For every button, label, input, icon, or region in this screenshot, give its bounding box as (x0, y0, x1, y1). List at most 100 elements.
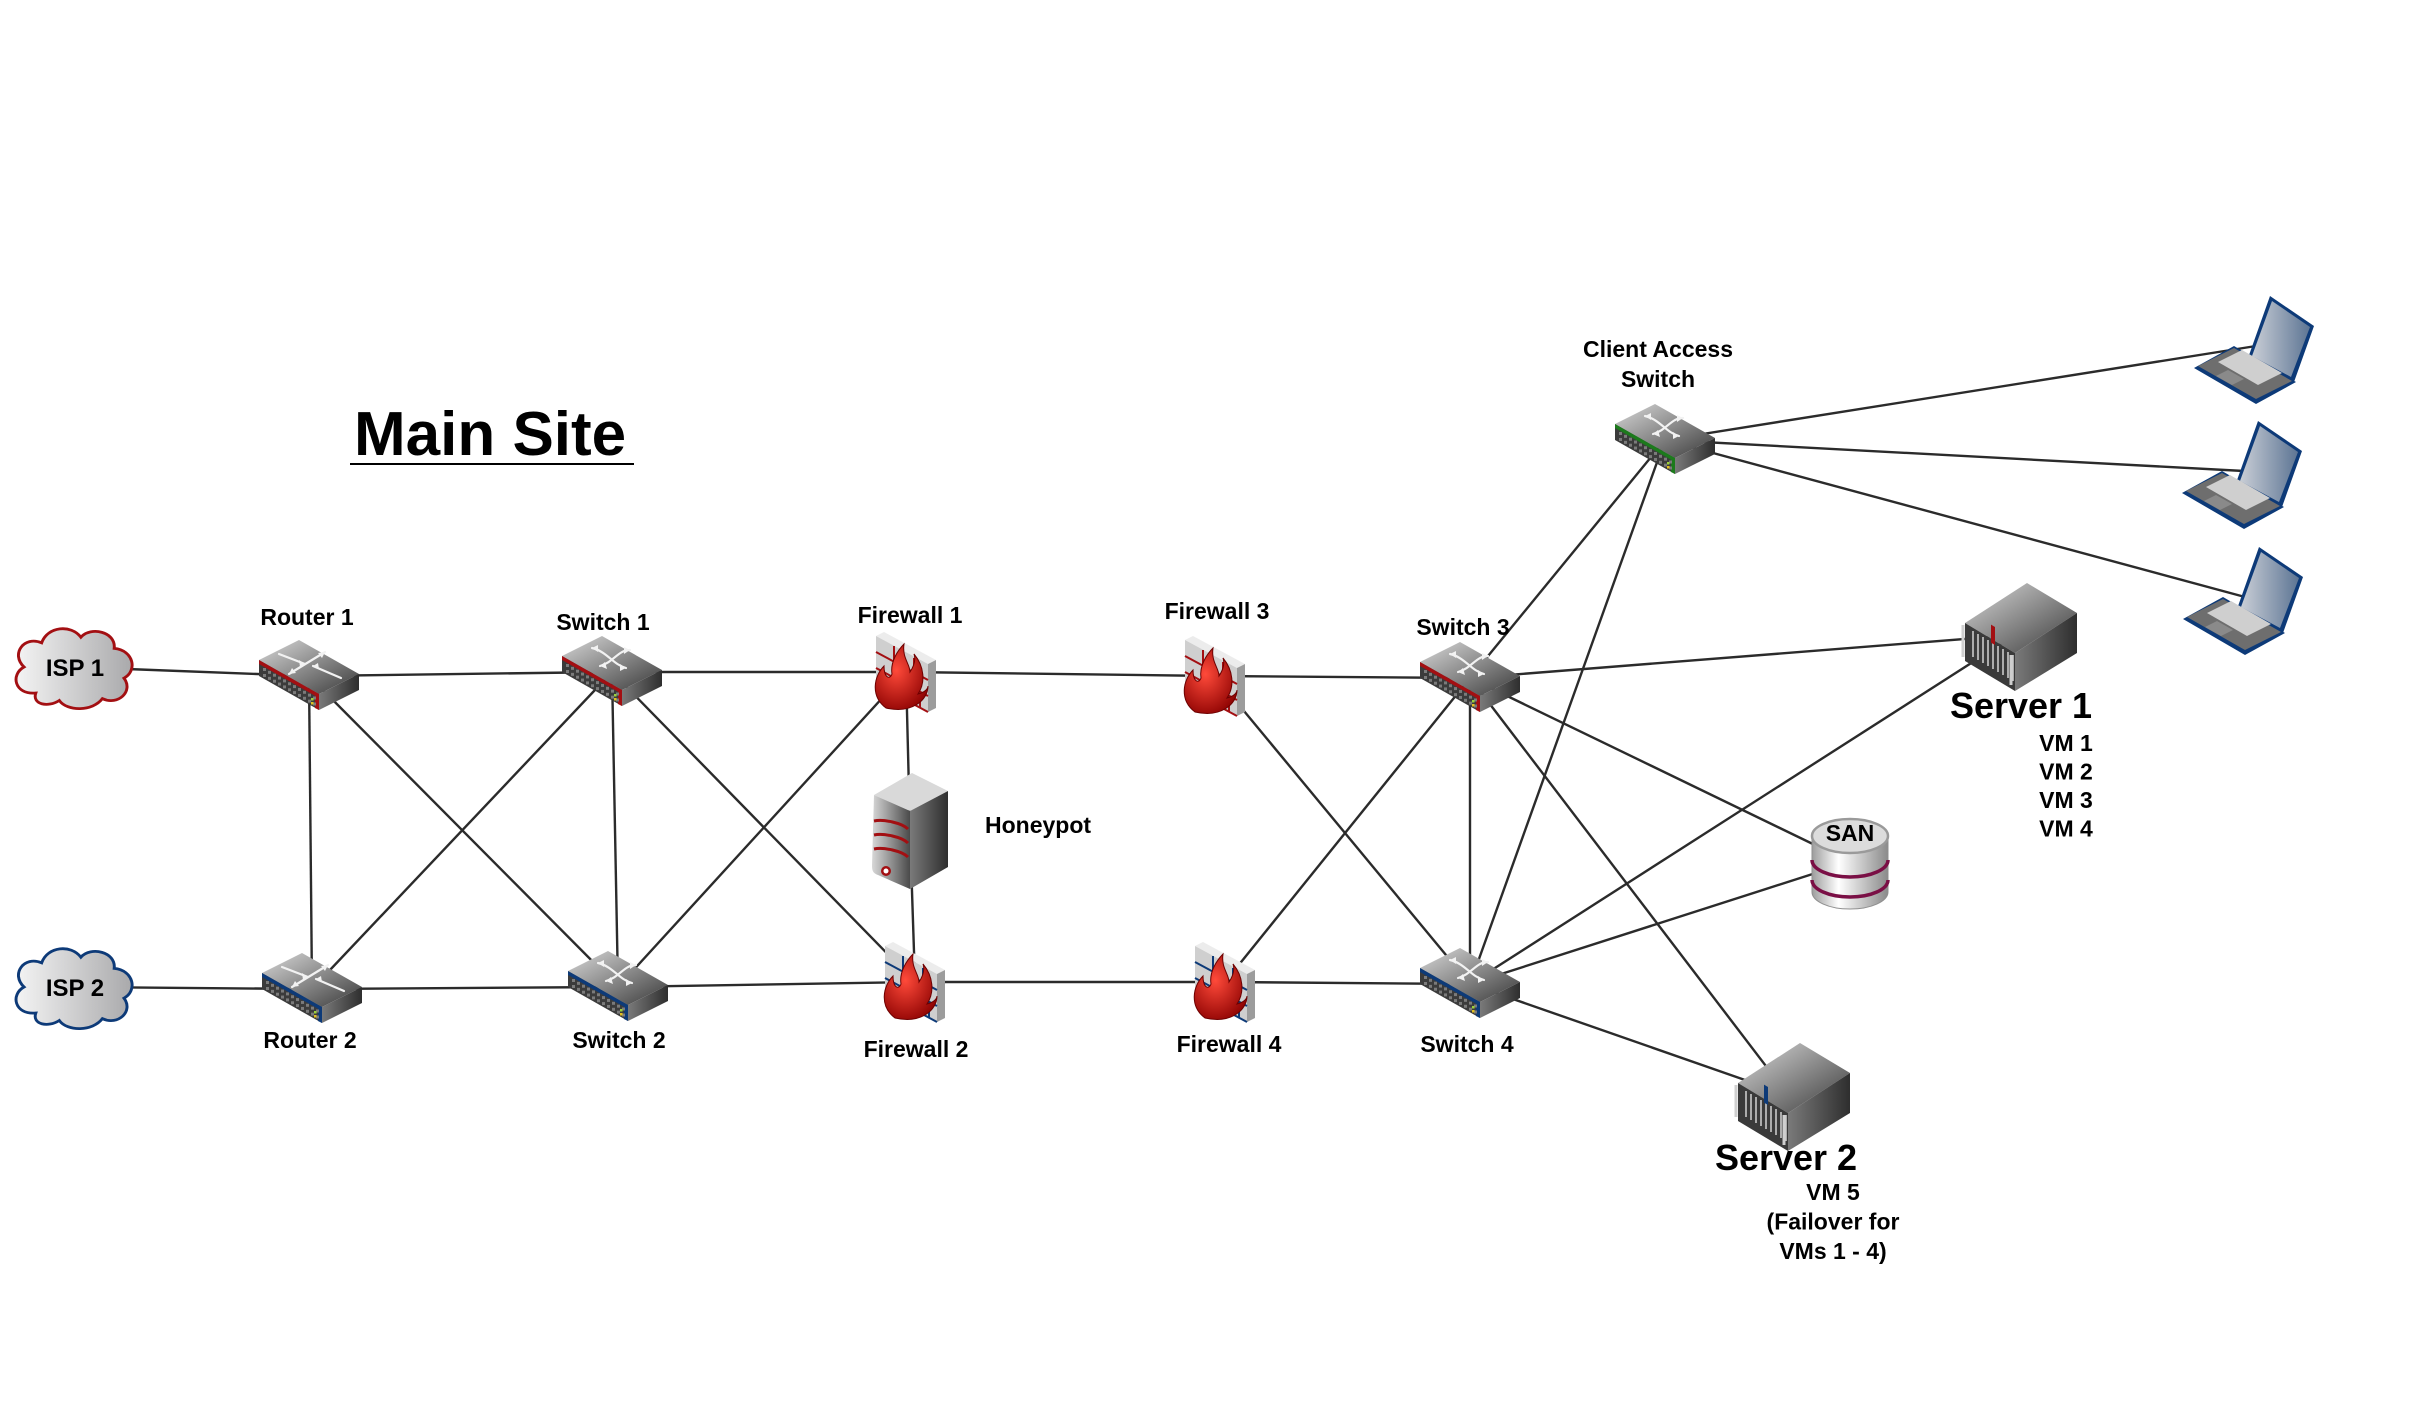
r2-label: Router 2 (263, 1027, 356, 1053)
node-s3[interactable]: Switch 3 (1416, 614, 1520, 712)
link-fw1-fw3 (905, 670, 1216, 678)
node-san[interactable]: SAN (1810, 817, 1890, 910)
router-icon (259, 640, 359, 710)
cloud-graphic (14, 627, 134, 711)
node-l2[interactable] (2182, 421, 2302, 529)
tower-server-graphic (872, 773, 948, 889)
node-srv1[interactable]: Server 1VM 1VM 2VM 3VM 4 (1950, 583, 2093, 842)
node-r2[interactable]: Router 2 (262, 953, 362, 1053)
laptop-graphic (2194, 296, 2314, 404)
node-isp1[interactable]: ISP 1 (14, 627, 134, 711)
device-layer: ISP 1 ISP 2 Router 1 Router 2 Switch 1 Switch… (14, 296, 2314, 1264)
srv2-note: VM 5 (1806, 1179, 1860, 1205)
firewall-icon (1193, 942, 1255, 1023)
link-r2-s2 (311, 985, 619, 991)
switch-graphic (1420, 948, 1520, 1018)
node-r1[interactable]: Router 1 (259, 604, 359, 710)
flame-icon (874, 642, 929, 710)
laptop-icon (2194, 296, 2314, 404)
link-fw3-s4 (1214, 675, 1471, 985)
fw2-label: Firewall 2 (864, 1036, 969, 1062)
link-cas-l1 (1664, 344, 2257, 442)
firewall-icon (883, 942, 945, 1023)
title-text: Main Site (354, 400, 626, 469)
fw3-label: Firewall 3 (1165, 598, 1270, 624)
cloud-icon (14, 947, 134, 1031)
s4-label: Switch 4 (1420, 1031, 1514, 1057)
cloud-icon (14, 627, 134, 711)
node-l3[interactable] (2183, 547, 2303, 655)
router-graphic (262, 953, 362, 1023)
link-s4-san (1469, 860, 1851, 986)
link-s3-cas (1469, 439, 1666, 679)
database-icon (1810, 817, 1890, 910)
srv2-note: VMs 1 - 4) (1779, 1238, 1886, 1264)
srv1-note: VM 1 (2039, 730, 2093, 756)
node-l1[interactable] (2194, 296, 2314, 404)
link-r1-s1 (308, 670, 613, 678)
srv2-label: Server 2 (1715, 1137, 1857, 1178)
san-label: SAN (1826, 820, 1875, 846)
node-fw1[interactable]: Firewall 1 (858, 602, 963, 713)
link-s3-san (1469, 676, 1851, 864)
cloud-graphic (14, 947, 134, 1031)
link-s3-srv2 (1469, 677, 1789, 1096)
hp-label: Honeypot (985, 812, 1091, 838)
laptop-icon (2183, 547, 2303, 655)
flame-icon (1193, 952, 1248, 1020)
flame-icon (1183, 646, 1238, 714)
firewall-graphic (1193, 942, 1255, 1023)
fw1-label: Firewall 1 (858, 602, 963, 628)
rack-server-icon (1961, 583, 2077, 691)
link-s4-srv1 (1469, 633, 2016, 986)
switch-icon (562, 636, 662, 706)
page-title: Main Site (350, 400, 634, 469)
link-r2-s1 (311, 671, 613, 990)
database-graphic (1810, 817, 1890, 910)
s3-label: Switch 3 (1416, 614, 1509, 640)
switch-graphic (1615, 404, 1715, 474)
rack-server-graphic (1961, 583, 2077, 691)
isp2-label: ISP 2 (46, 975, 104, 1002)
node-hp[interactable]: Honeypot (872, 773, 1091, 889)
laptop-graphic (2183, 547, 2303, 655)
link-fw4-s3 (1224, 677, 1471, 983)
rack-server-icon (1734, 1043, 1850, 1151)
router-graphic (259, 640, 359, 710)
firewall-icon (1183, 636, 1245, 717)
node-fw3[interactable]: Firewall 3 (1165, 598, 1270, 717)
srv1-note: VM 4 (2039, 816, 2093, 842)
node-isp2[interactable]: ISP 2 (14, 947, 134, 1031)
node-s4[interactable]: Switch 4 (1420, 948, 1520, 1057)
r1-label: Router 1 (260, 604, 354, 630)
link-r1-s2 (308, 675, 619, 988)
laptop-graphic (2182, 421, 2302, 529)
link-s3-srv1 (1469, 633, 2016, 680)
link-cas-l2 (1664, 438, 2245, 473)
switch-graphic (562, 636, 662, 706)
node-s2[interactable]: Switch 2 (568, 951, 668, 1053)
switch-icon (568, 951, 668, 1021)
fw4-label: Firewall 4 (1177, 1031, 1282, 1057)
link-s1-s2 (610, 671, 620, 988)
node-fw2[interactable]: Firewall 2 (864, 942, 969, 1062)
laptop-icon (2182, 421, 2302, 529)
firewall-graphic (1183, 636, 1245, 717)
srv1-label: Server 1 (1950, 685, 2092, 726)
firewall-graphic (874, 632, 936, 713)
link-s2-fw1 (617, 671, 907, 988)
link-r1-r2 (307, 675, 314, 990)
switch-icon (1420, 642, 1520, 712)
s1-label: Switch 1 (556, 609, 650, 635)
switch-icon (1420, 948, 1520, 1018)
node-fw4[interactable]: Firewall 4 (1177, 942, 1282, 1057)
switch-graphic (568, 951, 668, 1021)
router-icon (262, 953, 362, 1023)
node-s1[interactable]: Switch 1 (556, 609, 662, 706)
switch-graphic (1420, 642, 1520, 712)
link-s4-srv2 (1469, 982, 1789, 1097)
s2-label: Switch 2 (572, 1027, 665, 1053)
